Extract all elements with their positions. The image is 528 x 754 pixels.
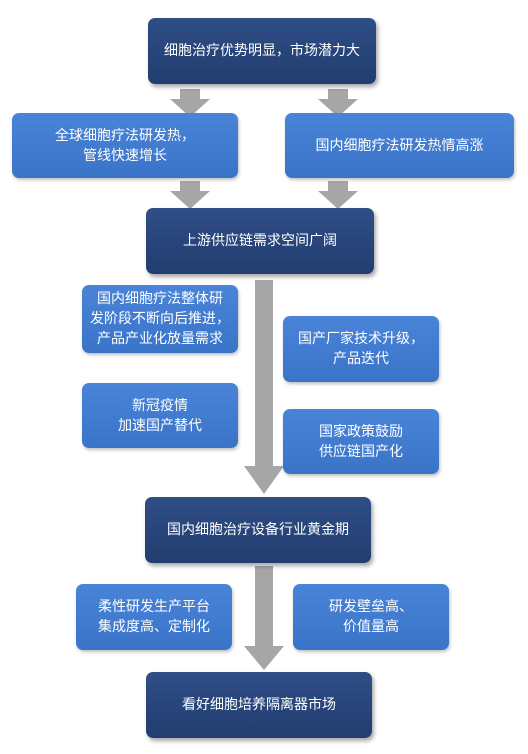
node-global-rd-label: 全球细胞疗法研发热， 管线快速增长 — [55, 127, 195, 164]
arrow-domestic-to-upstream — [318, 181, 358, 209]
node-golden-period-label: 国内细胞治疗设备行业黄金期 — [167, 522, 349, 538]
node-tech-upgrade: 国产厂家技术升级， 产品迭代 — [283, 316, 439, 382]
node-conclusion: 看好细胞培养隔离器市场 — [146, 672, 372, 738]
node-platform: 柔性研发生产平台 集成度高、定制化 — [76, 584, 232, 650]
node-top: 细胞治疗优势明显，市场潜力大 — [148, 18, 376, 84]
arrow-top-to-global — [170, 89, 210, 117]
node-barrier: 研发壁垒高、 价值量高 — [293, 584, 449, 650]
node-tech-upgrade-label: 国产厂家技术升级， 产品迭代 — [298, 331, 424, 367]
node-industrialization-label: 国内细胞疗法整体研 发阶段不断向后推进， 产品产业化放量需求 — [90, 291, 230, 347]
node-upstream-label: 上游供应链需求空间广阔 — [183, 233, 337, 249]
node-domestic-rd: 国内细胞疗法研发热情高涨 — [285, 113, 514, 178]
arrow-top-to-domestic — [318, 89, 358, 117]
node-industrialization: 国内细胞疗法整体研 发阶段不断向后推进， 产品产业化放量需求 — [82, 285, 238, 353]
arrow-upstream-to-golden — [244, 280, 284, 494]
node-upstream: 上游供应链需求空间广阔 — [146, 208, 374, 274]
node-golden-period: 国内细胞治疗设备行业黄金期 — [145, 497, 371, 563]
arrow-global-to-upstream — [170, 181, 210, 209]
node-covid: 新冠疫情 加速国产替代 — [82, 383, 238, 448]
node-covid-label: 新冠疫情 加速国产替代 — [118, 397, 202, 434]
node-barrier-label: 研发壁垒高、 价值量高 — [329, 599, 413, 635]
node-policy: 国家政策鼓励 供应链国产化 — [283, 409, 439, 474]
node-global-rd: 全球细胞疗法研发热， 管线快速增长 — [12, 113, 238, 178]
node-conclusion-label: 看好细胞培养隔离器市场 — [182, 697, 336, 713]
node-top-label: 细胞治疗优势明显，市场潜力大 — [164, 43, 360, 59]
arrow-golden-to-conclusion — [244, 566, 284, 670]
node-policy-label: 国家政策鼓励 供应链国产化 — [319, 423, 403, 460]
node-platform-label: 柔性研发生产平台 集成度高、定制化 — [98, 599, 210, 635]
node-domestic-rd-label: 国内细胞疗法研发热情高涨 — [315, 137, 484, 154]
